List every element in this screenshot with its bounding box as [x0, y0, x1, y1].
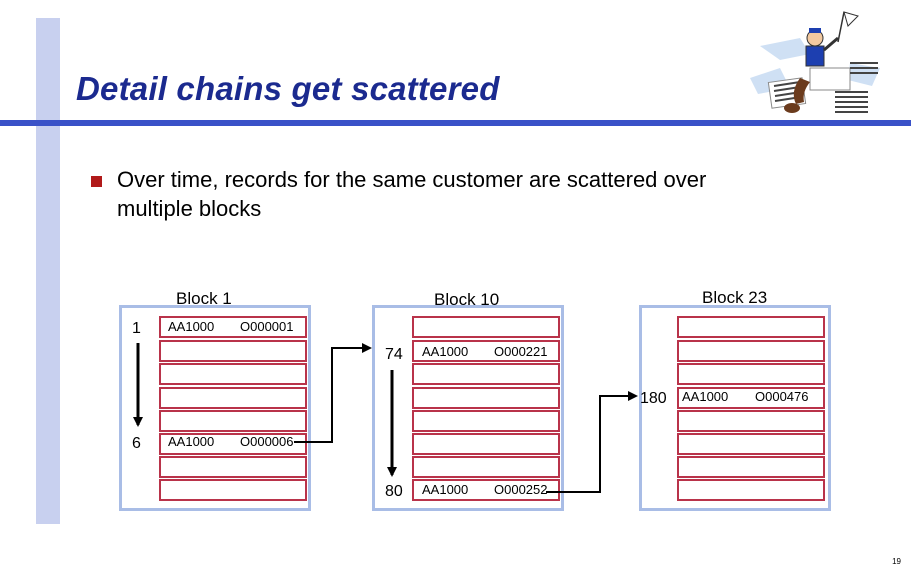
- record-slot: [677, 479, 825, 501]
- record-order: O000221: [494, 344, 548, 359]
- record-slot: [412, 387, 560, 409]
- record-order: O000001: [240, 319, 294, 334]
- block-23: [639, 305, 831, 511]
- row-number: 80: [385, 483, 403, 500]
- record-customer: AA1000: [168, 319, 215, 334]
- record-slot: [159, 433, 307, 455]
- record-slot: [412, 433, 560, 455]
- record-slot: [412, 479, 560, 501]
- slide-title: Detail chains get scattered: [76, 70, 500, 107]
- record-slot: [159, 340, 307, 362]
- row-number: 6: [132, 435, 141, 452]
- block-1-label: Block 1: [176, 289, 232, 308]
- bullet-marker: [91, 176, 102, 187]
- row-number: 74: [385, 346, 403, 363]
- record-slot: [412, 340, 560, 362]
- record-slot: [412, 456, 560, 478]
- record-slot: [677, 387, 825, 409]
- block-10: [372, 305, 564, 511]
- row-number: 1: [132, 320, 141, 337]
- record-slot: [159, 363, 307, 385]
- record-slot: [677, 433, 825, 455]
- record-slot: [412, 316, 560, 338]
- chain-arrow-1: [294, 343, 372, 443]
- record-slot: [159, 316, 307, 338]
- title-rule: [0, 120, 911, 126]
- record-order: O000006: [240, 434, 294, 449]
- chain-arrow-2: [546, 391, 638, 493]
- record-customer: AA1000: [422, 344, 469, 359]
- record-customer: AA1000: [168, 434, 215, 449]
- record-customer: AA1000: [682, 389, 729, 404]
- record-slot: [159, 479, 307, 501]
- block-10-label: Block 10: [434, 290, 500, 309]
- record-slot: [677, 363, 825, 385]
- record-slot: [412, 410, 560, 432]
- record-customer: AA1000: [422, 482, 469, 497]
- row-number: 180: [640, 390, 667, 407]
- record-slot: [159, 410, 307, 432]
- record-slot: [159, 387, 307, 409]
- block-1: [119, 305, 311, 511]
- record-slot: [412, 363, 560, 385]
- record-order: O000476: [755, 389, 809, 404]
- record-order: O000252: [494, 482, 548, 497]
- person-with-flag-icon: [750, 11, 880, 113]
- left-accent-bar: [36, 18, 60, 524]
- record-slot: [677, 340, 825, 362]
- record-slot: [677, 316, 825, 338]
- record-slot: [159, 456, 307, 478]
- page-number: 19: [892, 557, 901, 566]
- block-23-label: Block 23: [702, 288, 768, 307]
- bullet-text: Over time, records for the same customer…: [117, 167, 707, 221]
- record-slot: [677, 410, 825, 432]
- record-slot: [677, 456, 825, 478]
